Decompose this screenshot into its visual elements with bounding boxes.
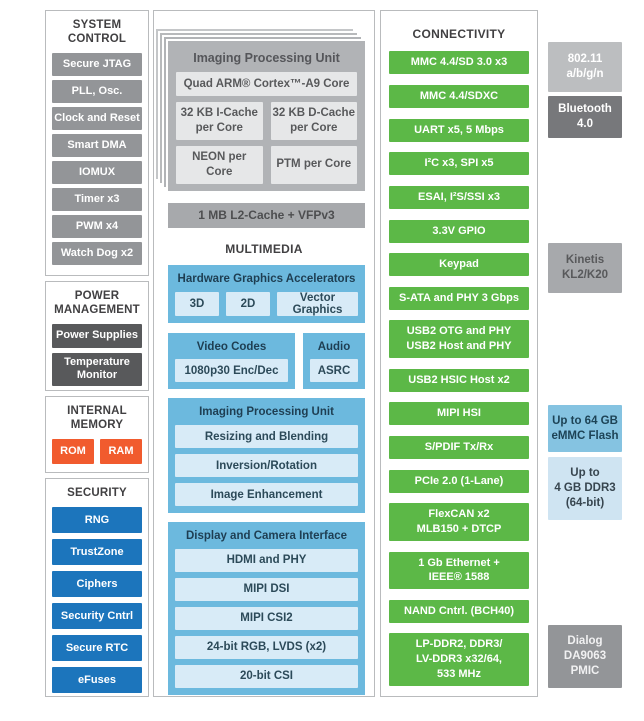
imaging-processing-title: Imaging Processing Unit <box>199 406 334 419</box>
system-control-box: IOMUX <box>52 160 142 184</box>
cpu-core-box: Quad ARM® Cortex™-A9 Core <box>176 72 357 96</box>
display-interface-box: MIPI CSI2 <box>175 606 358 630</box>
video-codec-list: 1080p30 Enc/Dec <box>175 359 288 383</box>
connectivity-box: USB2 HSIC Host x2 <box>389 368 529 392</box>
connectivity-box: PCIe 2.0 (1-Lane) <box>389 469 529 493</box>
security-box: Security Cntrl <box>52 602 142 629</box>
imaging-feature-box: Inversion/Rotation <box>175 454 358 478</box>
connectivity-box: 3.3V GPIO <box>389 219 529 243</box>
imaging-feature-box: Resizing and Blending <box>175 425 358 449</box>
connectivity-box: Keypad <box>389 253 529 277</box>
connectivity-heading: CONNECTIVITY <box>412 27 506 41</box>
connectivity-box: ESAI, I²S/SSI x3 <box>389 185 529 209</box>
audio-group: Audio ASRC <box>303 332 365 390</box>
connectivity-box: MMC 4.4/SD 3.0 x3 <box>389 51 529 75</box>
connectivity-box: FlexCAN x2 MLB150 + DTCP <box>389 503 529 541</box>
l2-cache-bar: 1 MB L2-Cache + VFPv3 <box>168 202 365 228</box>
memory-box: RAM <box>100 438 142 464</box>
security-heading: SECURITY <box>67 487 127 499</box>
power-management-box: Power Supplies <box>52 323 142 348</box>
audio-list: ASRC <box>310 359 358 383</box>
video-codec-box: 1080p30 Enc/Dec <box>175 359 288 383</box>
memory-box: ROM <box>52 438 94 464</box>
connectivity-box: UART x5, 5 Mbps <box>389 118 529 142</box>
connectivity-box: MIPI HSI <box>389 402 529 426</box>
connectivity-box: 1 Gb Ethernet + IEEE® 1588 <box>389 551 529 590</box>
security-box: RNG <box>52 506 142 533</box>
system-control-box: Clock and Reset <box>52 106 142 130</box>
system-control-box: Timer x3 <box>52 187 142 211</box>
cpu-feature-box: PTM per Core <box>270 145 357 184</box>
internal-memory-heading: INTERNAL MEMORY <box>67 405 127 431</box>
cpu-feature-box: 32 KB I-Cache per Core <box>176 102 263 140</box>
display-interface-box: MIPI DSI <box>175 577 358 601</box>
codec-row: Video Codes 1080p30 Enc/Dec Audio ASRC <box>168 332 365 390</box>
graphics-feature-box: Vector Graphics <box>277 291 358 316</box>
system-control-box: Smart DMA <box>52 133 142 157</box>
section-processing-multimedia: Imaging Processing Unit Quad ARM® Cortex… <box>153 10 375 697</box>
power-management-heading: POWER MANAGEMENT <box>54 290 140 316</box>
cpu-complex-block: Imaging Processing Unit Quad ARM® Cortex… <box>168 41 365 191</box>
external-emmc-flash: Up to 64 GB eMMC Flash <box>548 405 622 452</box>
imaging-feature-box: Image Enhancement <box>175 483 358 507</box>
graphics-feature-box: 2D <box>226 291 270 316</box>
graphics-accelerators-row: 3D 2D Vector Graphics <box>175 291 358 316</box>
security-box: Ciphers <box>52 570 142 597</box>
multimedia-heading: MULTIMEDIA <box>225 241 303 256</box>
external-bluetooth-module: Bluetooth 4.0 <box>548 96 622 138</box>
imaging-processing-group: Imaging Processing Unit Resizing and Ble… <box>168 398 365 514</box>
display-interface-box: 24-bit RGB, LVDS (x2) <box>175 635 358 659</box>
external-ddr3-memory: Up to 4 GB DDR3 (64-bit) <box>548 457 622 520</box>
cpu-feature-box: NEON per Core <box>176 145 263 184</box>
connectivity-box: S-ATA and PHY 3 Gbps <box>389 286 529 310</box>
system-control-heading: SYSTEM CONTROL <box>67 19 127 45</box>
external-kinetis-mcu: Kinetis KL2/K20 <box>548 243 622 293</box>
security-box: Secure RTC <box>52 634 142 661</box>
connectivity-list: MMC 4.4/SD 3.0 x3 MMC 4.4/SDXC UART x5, 5 … <box>381 47 537 696</box>
security-box: eFuses <box>52 666 142 693</box>
security-box: TrustZone <box>52 538 142 565</box>
power-management-box: Temperature Monitor <box>52 352 142 387</box>
connectivity-box: MMC 4.4/SDXC <box>389 85 529 109</box>
display-interface-box: HDMI and PHY <box>175 548 358 572</box>
video-codec-group: Video Codes 1080p30 Enc/Dec <box>168 332 295 390</box>
connectivity-box: USB2 OTG and PHY USB2 Host and PHY <box>389 320 529 359</box>
display-camera-group: Display and Camera Interface HDMI and PH… <box>168 522 365 695</box>
system-control-box: PWM x4 <box>52 214 142 238</box>
external-wifi-module: 802.11 a/b/g/n <box>548 42 622 92</box>
cpu-block-title: Imaging Processing Unit <box>193 51 340 65</box>
graphics-feature-box: 3D <box>175 291 219 316</box>
audio-title: Audio <box>317 340 351 353</box>
system-control-box: PLL, Osc. <box>52 79 142 103</box>
system-control-box: Secure JTAG <box>52 52 142 76</box>
connectivity-box: S/PDIF Tx/Rx <box>389 435 529 459</box>
graphics-accelerators-group: Hardware Graphics Accelerators 3D 2D Vecto… <box>168 264 365 323</box>
connectivity-box: NAND Cntrl. (BCH40) <box>389 599 529 623</box>
cpu-feature-box: 32 KB D-Cache per Core <box>270 102 357 140</box>
display-camera-list: HDMI and PHY MIPI DSI MIPI CSI2 24-bit RGB,… <box>175 548 358 688</box>
display-interface-box: 20-bit CSI <box>175 664 358 688</box>
audio-box: ASRC <box>310 359 358 383</box>
connectivity-box: LP-DDR2, DDR3/ LV-DDR3 x32/64, 533 MHz <box>389 633 529 686</box>
external-pmic: Dialog DA9063 PMIC <box>548 625 622 688</box>
connectivity-box: I²C x3, SPI x5 <box>389 152 529 176</box>
graphics-accelerators-title: Hardware Graphics Accelerators <box>177 272 356 285</box>
system-control-box: Watch Dog x2 <box>52 241 142 265</box>
video-codec-title: Video Codes <box>196 340 267 353</box>
section-system-control: SYSTEM CONTROL Secure JTAG PLL, Osc. Clock… <box>45 10 149 276</box>
display-camera-title: Display and Camera Interface <box>185 530 348 543</box>
